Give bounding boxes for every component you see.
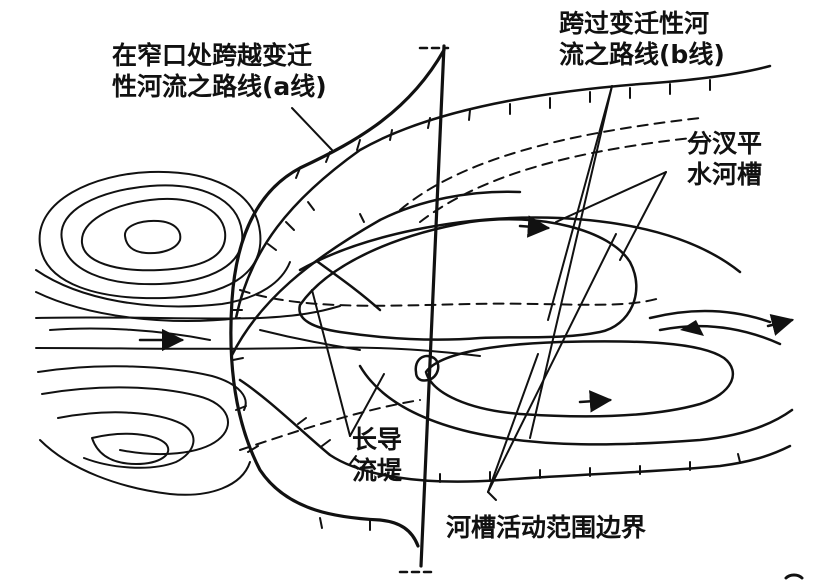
upper-channel-bank: [230, 64, 772, 357]
channel-boundary-label-text: 河槽活动范围边界: [446, 513, 647, 542]
lower-hill-contours: [37, 327, 251, 496]
route-b-label-line-2: 流之路线(b线): [559, 40, 725, 69]
branch-channel-label-line-2: 水河槽: [687, 160, 763, 189]
route-a-label-line-2: 性河流之路线(a线): [112, 72, 327, 101]
route-dashed-ends: [398, 46, 450, 574]
route-b-label-line-1: 跨过变迁性河: [559, 9, 710, 38]
route-a-label-line-1: 在窄口处跨越变迁: [112, 41, 313, 70]
upper-hill-contours: [35, 170, 291, 322]
route-a-line: [229, 48, 446, 548]
route-b-label: 跨过变迁性河 流之路线(b线): [559, 8, 725, 70]
lower-channel-bank: [238, 364, 794, 483]
corner-mark: [784, 573, 804, 580]
guide-dike-label: 长导 流堤: [352, 424, 402, 486]
flow-arrows: [518, 215, 795, 413]
route-a-label: 在窄口处跨越变迁 性河流之路线(a线): [112, 40, 327, 102]
guide-dike-label-line-2: 流堤: [352, 456, 403, 485]
route-b-line: [419, 44, 446, 568]
branch-channel-label-line-1: 分汊平: [687, 129, 763, 158]
branch-channel-label: 分汊平 水河槽: [687, 128, 762, 190]
bank-hachures: [231, 79, 741, 531]
channel-flow-lines: [35, 305, 481, 357]
channel-boundary-label: 河槽活动范围边界: [446, 512, 646, 543]
label-leader-lines: [291, 85, 667, 501]
dashed-channel-lines: [239, 117, 711, 451]
oxbow-loop: [414, 354, 440, 382]
guide-dike-label-line-1: 长导: [352, 425, 403, 454]
